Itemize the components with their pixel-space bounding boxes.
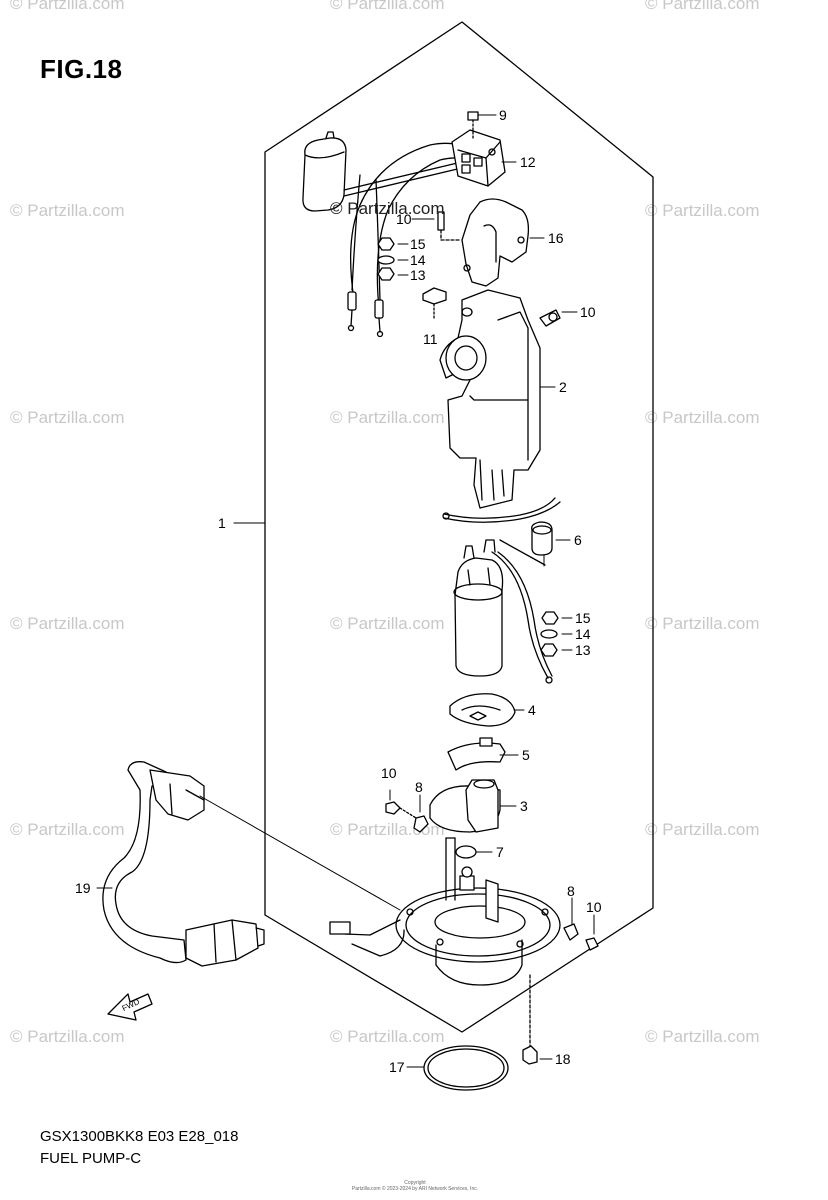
watermark: © Partzilla.com xyxy=(330,408,445,427)
fuel-hose xyxy=(102,761,265,967)
bolt-18 xyxy=(522,974,538,1065)
callout-16: 16 xyxy=(548,230,564,246)
watermark: © Partzilla.com xyxy=(330,614,445,633)
callout-17: 17 xyxy=(389,1059,405,1075)
copyright-line-1: Copyright xyxy=(404,1180,426,1186)
pump-housing xyxy=(439,289,561,509)
model-code: GSX1300BKK8 E03 E28_018 xyxy=(40,1128,239,1145)
callout-6: 6 xyxy=(574,532,582,548)
callout-12: 12 xyxy=(520,154,536,170)
fuel-level-sender xyxy=(302,111,530,338)
figure-title: FIG.18 xyxy=(40,54,123,84)
o-ring-17 xyxy=(423,1045,509,1091)
watermark: © Partzilla.com xyxy=(10,614,125,633)
callout-5: 5 xyxy=(522,747,530,763)
copyright-line-2: Partzilla.com © 2023-2024 by ARI Network… xyxy=(351,1186,479,1192)
callout-14b: 14 xyxy=(575,626,591,642)
callout-8a: 8 xyxy=(415,779,423,795)
watermark: © Partzilla.com xyxy=(330,1027,445,1046)
watermark: © Partzilla.com xyxy=(10,0,125,13)
callout-10b: 10 xyxy=(580,304,596,320)
watermark: © Partzilla.com xyxy=(645,1027,760,1046)
callout-13a: 13 xyxy=(410,267,426,283)
callout-19: 19 xyxy=(75,880,91,896)
fuel-pump-motor xyxy=(453,539,553,684)
callout-8b: 8 xyxy=(567,883,575,899)
spacer-plate xyxy=(447,737,506,771)
screw-clip-left xyxy=(385,801,429,833)
callout-11: 11 xyxy=(423,331,438,347)
pressure-regulator xyxy=(429,779,501,833)
callout-4: 4 xyxy=(528,702,536,718)
watermark: © Partzilla.com xyxy=(645,614,760,633)
copyright-note: Copyright Partzilla.com © 2023-2024 by A… xyxy=(330,1180,500,1192)
callout-1: 1 xyxy=(218,515,226,531)
watermark: © Partzilla.com xyxy=(645,0,760,13)
callout-18: 18 xyxy=(555,1051,571,1067)
callout-10a: 10 xyxy=(396,211,412,227)
nut-washer-set-lower xyxy=(540,611,559,657)
callout-10d: 10 xyxy=(586,899,602,915)
ground-wire xyxy=(442,497,561,566)
callout-7: 7 xyxy=(496,844,504,860)
callout-13b: 13 xyxy=(575,642,591,658)
callout-2: 2 xyxy=(559,379,567,395)
o-ring-7 xyxy=(455,845,477,859)
watermark: © Partzilla.com xyxy=(10,408,125,427)
watermark-center: © Partzilla.com xyxy=(330,199,445,218)
watermark: © Partzilla.com xyxy=(645,820,760,839)
callout-15a: 15 xyxy=(410,236,426,252)
callout-14a: 14 xyxy=(410,252,426,268)
watermark: © Partzilla.com xyxy=(10,201,125,220)
callout-15b: 15 xyxy=(575,610,591,626)
watermark: © Partzilla.com xyxy=(10,1027,125,1046)
callout-3: 3 xyxy=(520,798,528,814)
base-plate xyxy=(329,837,561,986)
pump-filter xyxy=(449,693,516,727)
figure-caption: FUEL PUMP-C xyxy=(40,1150,142,1167)
callout-9: 9 xyxy=(499,107,507,123)
watermark: © Partzilla.com xyxy=(330,0,445,13)
watermark: © Partzilla.com xyxy=(645,408,760,427)
leader-lines xyxy=(96,114,595,1068)
watermark: © Partzilla.com xyxy=(645,201,760,220)
callout-10c: 10 xyxy=(381,765,397,781)
forward-arrow: FWD xyxy=(107,993,153,1021)
screw-clip-right xyxy=(563,923,599,951)
assembly-outline xyxy=(264,21,654,1033)
watermark: © Partzilla.com xyxy=(10,820,125,839)
